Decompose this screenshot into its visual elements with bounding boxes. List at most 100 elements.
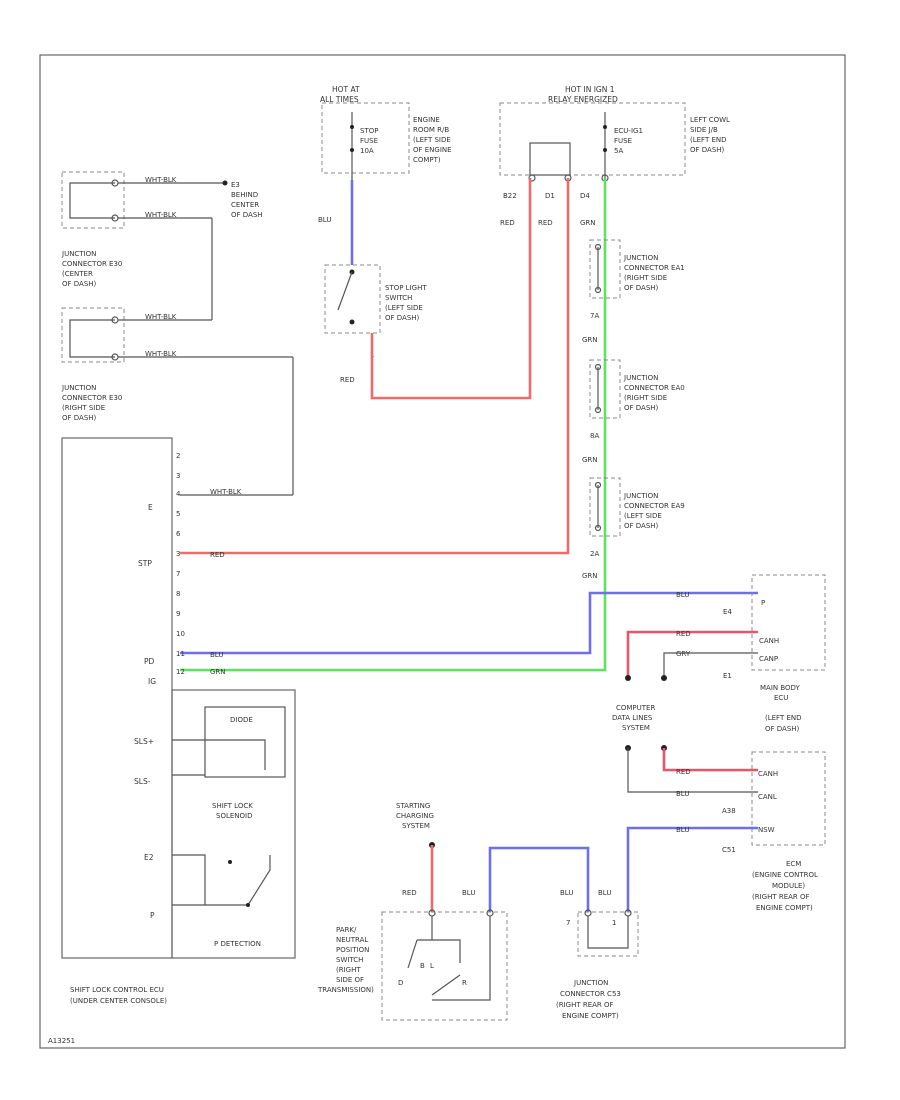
- stop-fuse-label-2: FUSE: [360, 137, 378, 145]
- main-body-canh: CANH: [759, 637, 779, 645]
- cowl-label-4: OF DASH): [690, 146, 725, 154]
- wire-red-stop-d1: [370, 178, 532, 400]
- hot-ig-label-2: RELAY ENERGIZED: [548, 95, 618, 104]
- pnp-l-label: L: [430, 962, 434, 970]
- wire-label-grn-4: GRN: [582, 572, 598, 580]
- svg-text:11: 11: [176, 650, 185, 658]
- ea1-label-2: CONNECTOR EA1: [624, 264, 685, 272]
- pin-p-label: P: [150, 911, 155, 920]
- wire-label-grn-1: GRN: [580, 219, 596, 227]
- wire-label-wht-blk-1: WHT-BLK: [145, 176, 177, 184]
- jc-right-label-2: CONNECTOR E30: [62, 394, 122, 402]
- hot-at-label-2: ALL TIMES: [320, 95, 359, 104]
- jc-right-label-4: OF DASH): [62, 414, 97, 422]
- wire-label-red-stop: RED: [340, 376, 355, 384]
- shift-lock-solenoid-label: SHIFT LOCK: [212, 802, 253, 810]
- wire-red-ecm-canh: [662, 748, 758, 772]
- svg-text:3: 3: [176, 472, 180, 480]
- ea0-label: JUNCTION: [623, 374, 658, 382]
- pnp-d-label: D: [398, 979, 403, 987]
- wire-label-wht-blk-2: WHT-BLK: [145, 211, 177, 219]
- connector-7a: 7A: [590, 312, 599, 320]
- cowl-label-2: SIDE J/B: [690, 126, 718, 134]
- pnp-label-2: NEUTRAL: [336, 936, 368, 944]
- connector-b22: B22: [503, 192, 517, 200]
- wire-label-grn-3: GRN: [582, 456, 598, 464]
- wire-gry-canl: [663, 652, 758, 676]
- ecm-label-2: (ENGINE CONTROL: [752, 871, 818, 879]
- connector-2a: 2A: [590, 550, 599, 558]
- ecm-nsw: NSW: [758, 826, 775, 834]
- stop-fuse-label: STOP: [360, 127, 378, 135]
- jc-right-label: JUNCTION: [61, 384, 96, 392]
- pnp-label-5: (RIGHT: [336, 966, 361, 974]
- pin-ig-label: IG: [148, 677, 156, 686]
- engine-room-label-2: ROOM R/B: [413, 126, 449, 134]
- c53-label-4: ENGINE COMPT): [562, 1012, 619, 1020]
- c53-label-3: (RIGHT REAR OF: [556, 1001, 614, 1009]
- ea1-label-3: (RIGHT SIDE: [624, 274, 667, 282]
- wire-grn-ig: [180, 178, 607, 672]
- svg-text:8: 8: [176, 590, 180, 598]
- wire-label-blu-ecm: BLU: [676, 790, 689, 798]
- junction-connector-right: WHT-BLK WHT-BLK WHT-BLK JUNCTION CONNECT…: [61, 307, 294, 496]
- ea9-label-4: OF DASH): [624, 522, 659, 530]
- left-cowl-junction-block: HOT IN IGN 1 RELAY ENERGIZED ECU-IG1 FUS…: [499, 85, 730, 200]
- stoplight-label-2: SWITCH: [385, 294, 412, 302]
- connector-8a: 8A: [590, 432, 599, 440]
- svg-text:12: 12: [176, 668, 185, 676]
- diode-label: DIODE: [230, 716, 253, 724]
- starting-label-3: SYSTEM: [402, 822, 430, 830]
- starting-label-2: CHARGING: [396, 812, 434, 820]
- ea0-label-3: (RIGHT SIDE: [624, 394, 667, 402]
- svg-text:7: 7: [176, 570, 180, 578]
- ecm-canl: CANL: [758, 793, 777, 801]
- diagram-frame: [39, 54, 846, 1049]
- main-body-label-3: (LEFT END: [765, 714, 802, 722]
- wire-label-gry-canl: GRY: [676, 650, 691, 658]
- cdl-label-3: SYSTEM: [622, 724, 650, 732]
- connector-a38: A38: [722, 807, 736, 815]
- ecu-fuse-label-3: 5A: [614, 147, 623, 155]
- pnp-label-7: TRANSMISSION): [317, 986, 374, 994]
- pin-e2-label: E2: [144, 853, 154, 862]
- ecu-fuse-label-2: FUSE: [614, 137, 632, 145]
- svg-text:5: 5: [176, 510, 180, 518]
- junction-connector-center: WHT-BLK WHT-BLK E3 BEHIND CENTER OF DASH…: [61, 171, 263, 320]
- pin-e-label: E: [148, 503, 153, 512]
- jc-center-label-4: OF DASH): [62, 280, 97, 288]
- cowl-label: LEFT COWL: [690, 116, 730, 124]
- ea9-label-2: CONNECTOR EA9: [624, 502, 685, 510]
- wire-label-wht-blk-4: WHT-BLK: [145, 350, 177, 358]
- cowl-label-3: (LEFT END: [690, 136, 727, 144]
- wire-red-canh: [626, 630, 758, 676]
- wire-label-red-d1: RED: [538, 219, 553, 227]
- pin-sls-minus-label: SLS-: [134, 777, 151, 786]
- stoplight-label-3: (LEFT SIDE: [385, 304, 423, 312]
- wire-label-red-b22: RED: [500, 219, 515, 227]
- ea1-label: JUNCTION: [623, 254, 658, 262]
- wire-label-blu-pnp: BLU: [462, 889, 475, 897]
- main-body-canp: CANP: [759, 655, 778, 663]
- ea0-label-4: OF DASH): [624, 404, 659, 412]
- shift-lock-solenoid-label-2: SOLENOID: [216, 812, 252, 820]
- hot-ig-label: HOT IN IGN 1: [565, 85, 615, 94]
- shift-lock-control-ecu: 2 3 4 5 6 3 7 8 9 10 11 12 E STP PD IG S…: [61, 437, 296, 1005]
- svg-text:9: 9: [176, 610, 180, 618]
- ecu-name-label: SHIFT LOCK CONTROL ECU: [70, 986, 164, 994]
- pin-sls-plus-label: SLS+: [134, 737, 154, 746]
- pnp-label: PARK/: [336, 926, 357, 934]
- wire-blu-pnp: [488, 846, 590, 912]
- ecm-label-5: ENGINE COMPT): [756, 904, 813, 912]
- junction-connector-ea0: JUNCTION CONNECTOR EA0 (RIGHT SIDE OF DA…: [582, 359, 685, 464]
- engine-room-relay-block: HOT AT ALL TIMES STOP FUSE 10A ENGINE RO…: [320, 85, 452, 180]
- e3-label-4: OF DASH: [231, 211, 263, 219]
- engine-room-label-5: COMPT): [413, 156, 441, 164]
- wire-label-grn-ig: GRN: [210, 668, 226, 676]
- wire-label-blu-c53a: BLU: [560, 889, 573, 897]
- stop-light-switch: BLU STOP LIGHT SWITCH (LEFT SIDE OF DASH…: [318, 180, 427, 384]
- wire-label-wht-blk-3: WHT-BLK: [145, 313, 177, 321]
- main-body-p-label: P: [761, 599, 765, 607]
- ecu-location-label: (UNDER CENTER CONSOLE): [70, 997, 167, 1005]
